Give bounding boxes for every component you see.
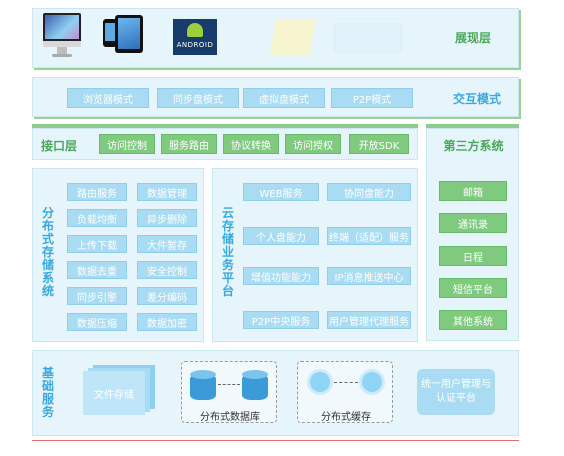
auth-platform-label: 统一用户管理与认证平台	[421, 379, 491, 404]
mode-sync-disk: 同步盘模式	[157, 88, 239, 108]
third-party-mail: 邮箱	[439, 181, 507, 201]
cloud-platform-panel: 云存储业务平台 WEB服务 协同盘能力 个人盘能力 终端（适配）服务 增值功能能…	[212, 168, 418, 342]
third-party-sms-platform: 短信平台	[439, 278, 507, 298]
cp-user-mgmt-proxy: 用户管理代理服务	[327, 311, 411, 329]
ds-encryption: 数据加密	[137, 313, 197, 331]
imac-icon	[43, 13, 81, 59]
cp-collab-disk: 协同盘能力	[327, 183, 411, 201]
mode-browser: 浏览器模式	[67, 88, 149, 108]
ds-data-management: 数据管理	[137, 183, 197, 201]
cp-p2p-central: P2P中央服务	[243, 311, 319, 329]
distributed-db-box: 分布式数据库	[181, 361, 277, 423]
database-icon	[190, 370, 216, 400]
distributed-cache-box: 分布式缓存	[297, 361, 393, 423]
file-storage-label: 文件存储	[94, 389, 134, 401]
file-storage-icon: 文件存储	[83, 365, 157, 415]
distributed-cache-label: 分布式缓存	[321, 412, 371, 423]
faded-windows-logo	[269, 19, 317, 55]
interface-access-authorization: 访问授权	[285, 134, 341, 154]
cp-web-service: WEB服务	[243, 183, 319, 201]
presentation-layer-title: 展现层	[454, 31, 491, 45]
cp-value-added: 增值功能能力	[243, 267, 319, 285]
third-party-other: 其他系统	[439, 310, 507, 330]
auth-platform-box: 统一用户管理与认证平台	[417, 369, 495, 415]
cp-terminal-adapt: 终端（适配）服务	[327, 227, 411, 245]
distributed-db-label: 分布式数据库	[200, 412, 260, 423]
faded-decoration	[333, 23, 403, 53]
distributed-storage-title: 分布式存储系统	[41, 206, 54, 298]
ipad-iphone-icon	[103, 15, 143, 55]
interface-layer-title: 接口层	[41, 139, 78, 153]
mode-virtual-disk: 虚拟盘模式	[243, 88, 325, 108]
ds-security-control: 安全控制	[137, 261, 197, 279]
cloud-platform-title: 云存储业务平台	[221, 206, 234, 298]
cp-ip-push-center: IP消息推送中心	[327, 267, 411, 285]
third-party-panel: 第三方系统 邮箱 通讯录 日程 短信平台 其他系统	[426, 128, 519, 341]
interface-layer-bar	[32, 124, 418, 128]
interface-access-control: 访问控制	[99, 134, 155, 154]
mode-p2p: P2P模式	[331, 88, 413, 108]
sun-icon	[310, 372, 330, 392]
sun-icon	[362, 372, 382, 392]
interface-protocol-conversion: 协议转换	[223, 134, 279, 154]
ds-upload-download: 上传下载	[67, 235, 127, 253]
base-services-title: 基础服务	[41, 366, 54, 419]
interaction-layer-title: 交互模式	[452, 92, 501, 106]
ds-large-file-staging: 大件暂存	[137, 235, 197, 253]
android-icon: ANDROID	[173, 19, 217, 55]
interaction-layer: 浏览器模式 同步盘模式 虚拟盘模式 P2P模式 交互模式	[32, 77, 519, 117]
ds-sync-engine: 同步引擎	[67, 287, 127, 305]
ds-routing-service: 路由服务	[67, 183, 127, 201]
third-party-title: 第三方系统	[443, 139, 504, 153]
ds-dedup: 数据去重	[67, 261, 127, 279]
presentation-layer: ANDROID 展现层	[32, 8, 519, 68]
ds-load-balancing: 负载均衡	[67, 209, 127, 227]
ds-compression: 数据压缩	[67, 313, 127, 331]
third-party-calendar: 日程	[439, 246, 507, 266]
ds-diff-encoding: 差分编码	[137, 287, 197, 305]
ds-async-delete: 异步删除	[137, 209, 197, 227]
cp-personal-disk: 个人盘能力	[243, 227, 319, 245]
db-link-line	[218, 384, 240, 385]
database-icon	[242, 370, 268, 400]
cache-link-line	[334, 382, 358, 383]
interface-layer: 接口层 访问控制 服务路由 协议转换 访问授权 开放SDK	[32, 128, 418, 160]
interface-service-routing: 服务路由	[161, 134, 217, 154]
third-party-contacts: 通讯录	[439, 213, 507, 233]
distributed-storage-panel: 分布式存储系统 路由服务 数据管理 负载均衡 异步删除 上传下载 大件暂存 数据…	[32, 168, 204, 342]
interface-open-sdk: 开放SDK	[349, 134, 409, 154]
base-services-panel: 基础服务 文件存储 分布式数据库 分布式缓存 统一用户管理与认证平台	[32, 350, 519, 436]
third-party-bar	[426, 124, 519, 128]
bottom-rule	[32, 440, 519, 441]
